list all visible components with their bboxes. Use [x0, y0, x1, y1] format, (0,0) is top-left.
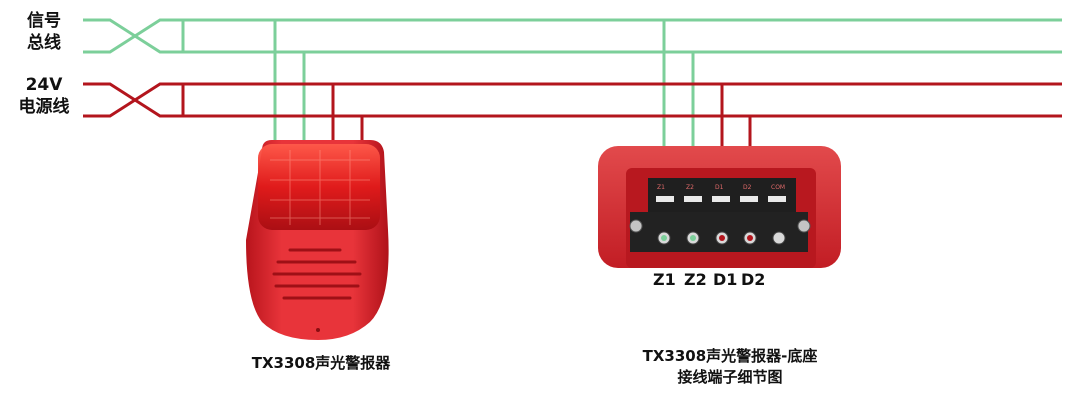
power-wires	[83, 82, 1062, 236]
screen-print-z1: Z1	[657, 184, 665, 191]
mount-screw-right	[797, 219, 811, 233]
power-line-label-line1: 24V	[25, 75, 63, 95]
screen-print-d2: D2	[743, 184, 752, 191]
signal-wire-bottom	[83, 18, 1062, 54]
base-caption-line2: 接线端子细节图	[677, 368, 783, 386]
terminal-label-d2: D2	[741, 270, 766, 289]
power-wire-top	[83, 82, 1062, 118]
signal-bus-label-line2: 总线	[27, 33, 61, 53]
screen-print-d1: D1	[715, 184, 724, 191]
terminal-label-d1: D1	[713, 270, 738, 289]
terminal-slots	[656, 196, 786, 202]
device-caption: TX3308声光警报器	[251, 354, 391, 372]
speaker-grille	[272, 248, 362, 300]
base-caption-line1: TX3308声光警报器-底座	[642, 347, 818, 365]
power-line-label: 24V 电源线	[16, 74, 72, 118]
alarm-device	[246, 140, 389, 340]
terminal-label-z2: Z2	[684, 270, 707, 289]
screen-print-z2: Z2	[686, 184, 694, 191]
wire-ends	[661, 235, 753, 241]
strobe-lens	[258, 144, 380, 230]
signal-bus-wires	[83, 18, 1062, 236]
power-line-label-line2: 电源线	[18, 97, 70, 117]
power-wire-bottom	[83, 82, 1062, 118]
signal-bus-label-line1: 信号	[27, 11, 61, 31]
alarm-base: Z1 Z2 D1 D2 COM	[598, 146, 841, 268]
lens-facets	[270, 150, 370, 225]
terminal-label-z1: Z1	[653, 270, 676, 289]
terminal-screen-print: Z1 Z2 D1 D2 COM	[657, 184, 785, 191]
signal-wire-top	[83, 18, 1062, 54]
signal-bus-label: 信号 总线	[24, 10, 64, 54]
screen-print-com: COM	[771, 184, 785, 191]
indicator-dot	[316, 328, 320, 332]
base-caption: TX3308声光警报器-底座 接线端子细节图	[610, 345, 850, 387]
mount-screw-left	[629, 219, 643, 233]
